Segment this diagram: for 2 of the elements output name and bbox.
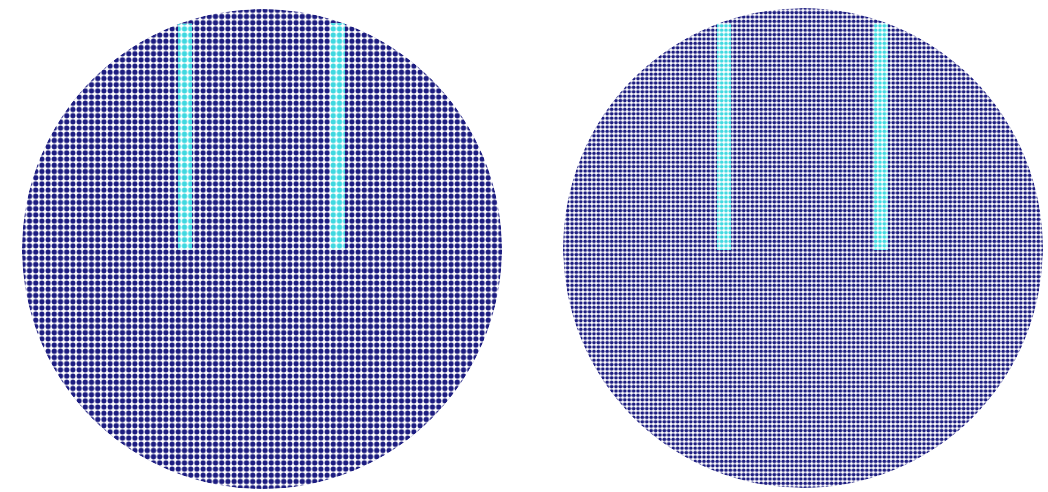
particle-disc [563, 8, 1043, 488]
particle-disc [22, 9, 502, 489]
